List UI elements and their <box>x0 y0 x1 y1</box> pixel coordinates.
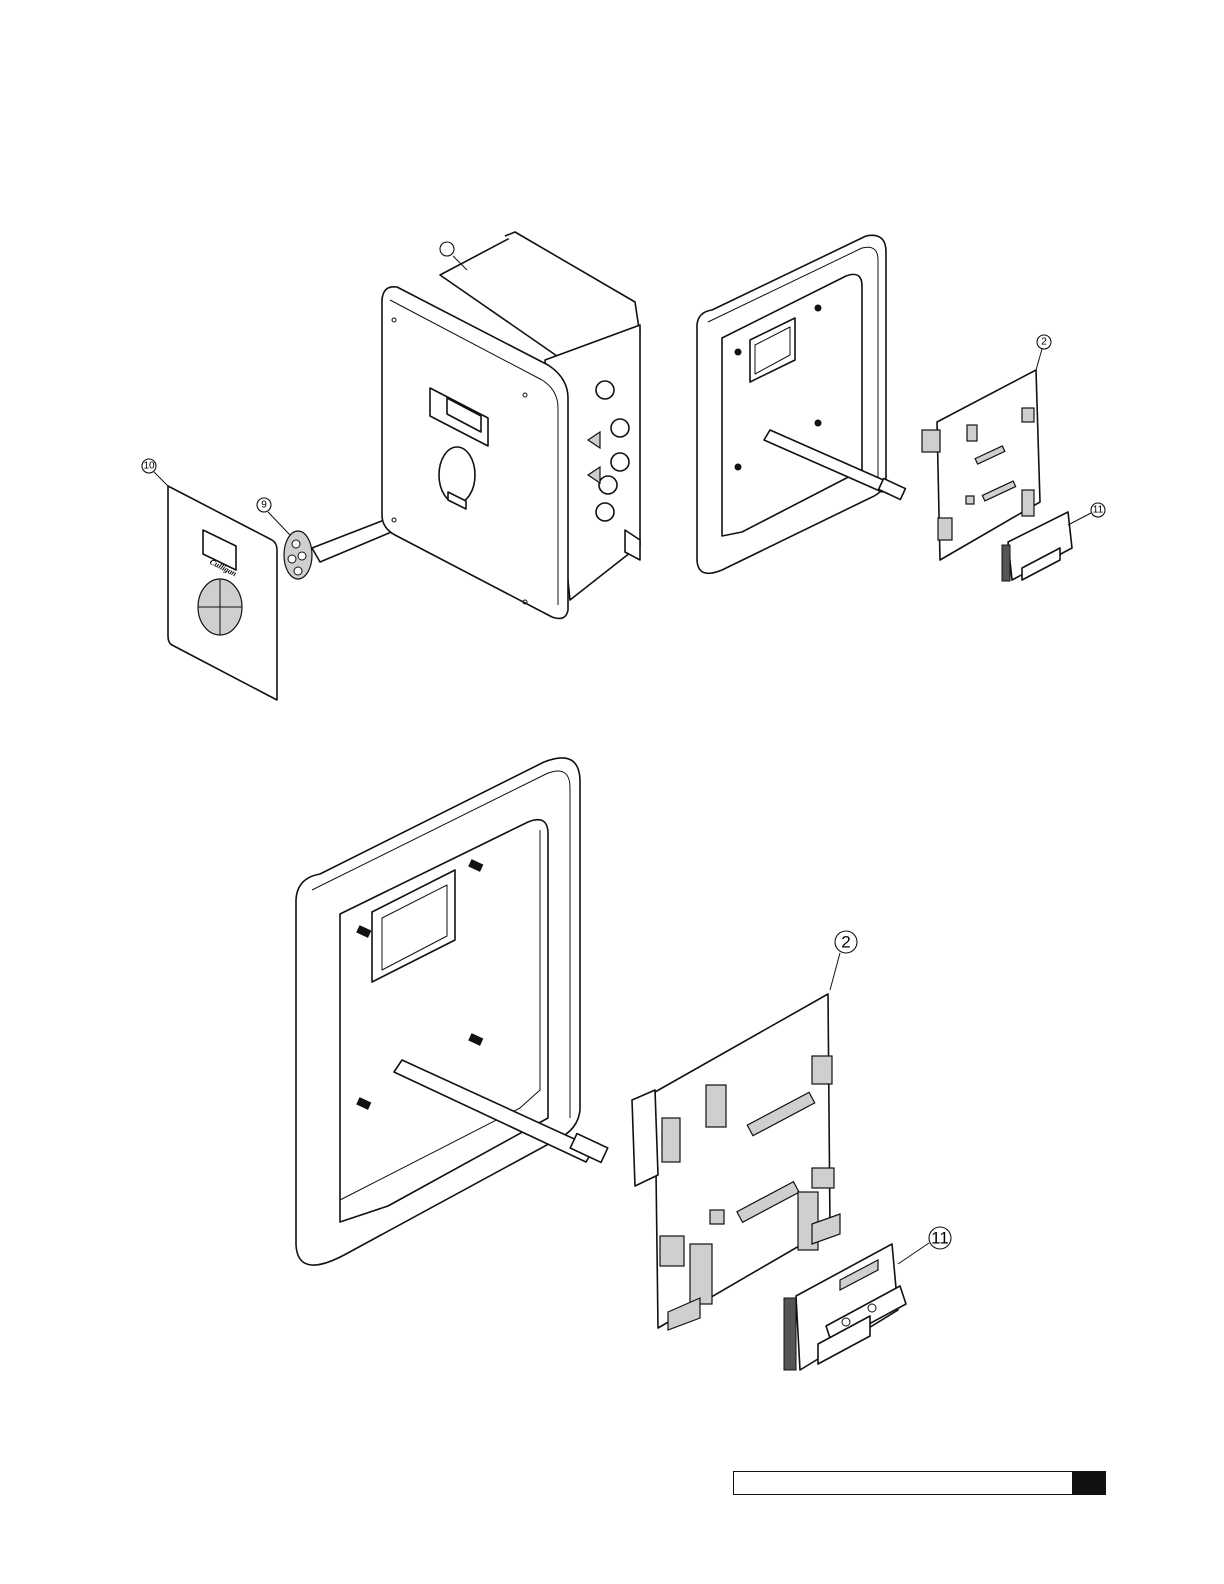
page-number-block <box>1073 1471 1106 1495</box>
callout-gasket: 9 <box>257 498 271 512</box>
callout-pcb-top: 2 <box>1037 335 1051 349</box>
callout-overlay: 10 <box>142 459 156 473</box>
svg-text:2: 2 <box>1041 337 1047 348</box>
enclosure <box>382 232 640 618</box>
svg-text:2: 2 <box>841 933 850 952</box>
gasket <box>284 531 312 579</box>
callout-relay-bottom: 11 <box>929 1227 951 1249</box>
front-cover-bottom <box>296 758 608 1265</box>
footer-bar <box>733 1471 1073 1495</box>
relay-board-bottom <box>784 1244 906 1370</box>
pcb-bottom <box>632 994 840 1330</box>
relay-board-top <box>1002 512 1072 581</box>
front-cover-top <box>697 235 905 573</box>
svg-text:9: 9 <box>261 500 267 511</box>
pcb-top <box>922 370 1040 560</box>
front-overlay: Culligan <box>168 486 277 700</box>
callout-relay-top: 11 <box>1091 503 1105 517</box>
svg-text:11: 11 <box>931 1229 949 1248</box>
callout-enclosure <box>440 242 454 256</box>
svg-text:11: 11 <box>1093 505 1104 516</box>
callout-pcb-bottom: 2 <box>835 931 857 953</box>
svg-text:10: 10 <box>143 461 155 472</box>
